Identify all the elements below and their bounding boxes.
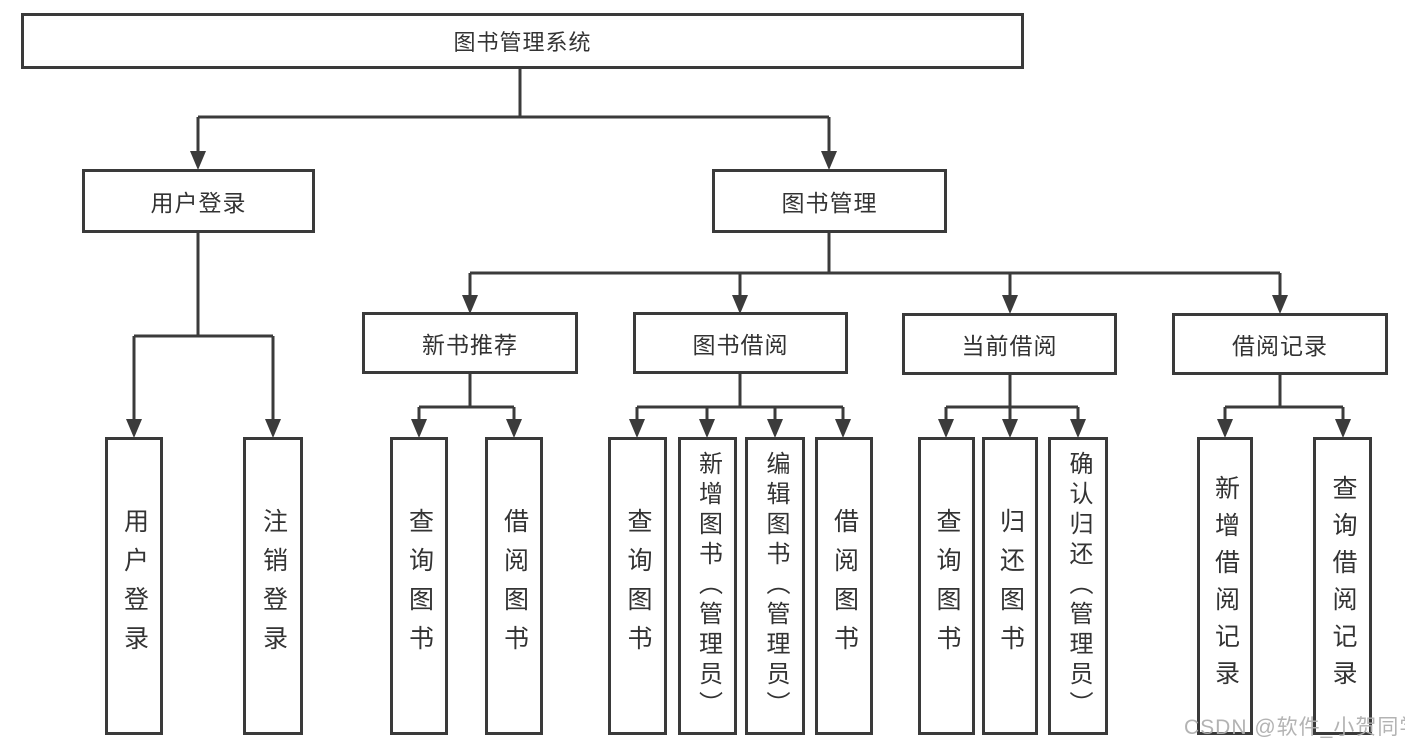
node-label: 借阅记录 xyxy=(1232,333,1328,359)
node-book-borrowing: 图书借阅 xyxy=(633,312,848,374)
node-label: 查询图书 xyxy=(933,508,961,664)
node-label: 查询借阅记录 xyxy=(1329,475,1357,697)
node-label: 确认归还（管理员） xyxy=(1065,451,1092,721)
node-label: 图书管理 xyxy=(781,190,878,216)
node-label: 新增图书（管理员） xyxy=(694,451,722,721)
node-label: 新增借阅记录 xyxy=(1211,475,1240,697)
node-label: 用户登录 xyxy=(120,508,149,664)
leaf-current-query-books: 查询图书 xyxy=(918,437,975,735)
node-label: 查询图书 xyxy=(624,508,652,664)
node-label: 归还图书 xyxy=(996,508,1025,664)
node-label: 编辑图书（管理员） xyxy=(762,451,789,721)
leaf-current-confirm-return-admin: 确认归还（管理员） xyxy=(1048,437,1108,735)
leaf-current-return-books: 归还图书 xyxy=(982,437,1038,735)
node-label: 用户登录 xyxy=(150,190,247,216)
node-root-library-management-system: 图书管理系统 xyxy=(21,13,1024,69)
node-label: 注销登录 xyxy=(259,508,288,664)
connector-paths xyxy=(132,69,1345,420)
node-label: 图书管理系统 xyxy=(453,30,592,55)
node-current-borrowing: 当前借阅 xyxy=(902,313,1117,375)
node-user-login: 用户登录 xyxy=(82,169,315,233)
leaf-borrowing-borrow-books: 借阅图书 xyxy=(815,437,873,735)
leaf-borrowing-add-books-admin: 新增图书（管理员） xyxy=(678,437,737,735)
node-book-management: 图书管理 xyxy=(712,169,947,233)
leaf-borrowing-edit-books-admin: 编辑图书（管理员） xyxy=(745,437,805,735)
leaf-logout: 注销登录 xyxy=(243,437,303,735)
csdn-watermark: CSDN @软件_小贺同学 xyxy=(1184,716,1405,739)
leaf-recommend-query-books: 查询图书 xyxy=(390,437,448,735)
leaf-user-login: 用户登录 xyxy=(105,437,163,735)
leaf-records-query-record: 查询借阅记录 xyxy=(1313,437,1372,735)
node-label: 图书借阅 xyxy=(692,332,789,358)
node-label: 新书推荐 xyxy=(422,332,518,358)
leaf-records-add-record: 新增借阅记录 xyxy=(1197,437,1253,735)
node-borrowing-records: 借阅记录 xyxy=(1172,313,1388,375)
node-label: 查询图书 xyxy=(405,508,434,664)
arrowheads xyxy=(126,151,1351,438)
node-label: 借阅图书 xyxy=(500,508,529,664)
node-label: 当前借阅 xyxy=(961,333,1058,359)
leaf-recommend-borrow-books: 借阅图书 xyxy=(485,437,543,735)
node-new-book-recommend: 新书推荐 xyxy=(362,312,578,374)
node-label: 借阅图书 xyxy=(830,508,859,664)
leaf-borrowing-query-books: 查询图书 xyxy=(608,437,667,735)
